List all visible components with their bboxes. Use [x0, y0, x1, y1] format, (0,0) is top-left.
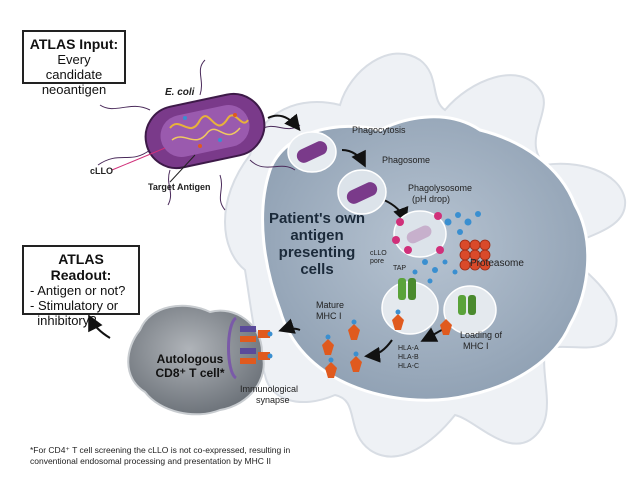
- mature-mhc-label: Mature: [316, 300, 345, 310]
- ph-drop-label: (pH drop): [412, 194, 451, 204]
- cllo-label: cLLO: [90, 166, 114, 176]
- loading-mhc-label: MHC I: [463, 341, 489, 351]
- hla-label: HLA-A: [398, 345, 419, 352]
- tap-icon: [458, 295, 476, 315]
- mhc-icon: [392, 309, 404, 330]
- mature-mhc-label: MHC I: [316, 311, 342, 321]
- synapse-label: synapse: [256, 395, 290, 405]
- footnote: *For CD4⁺ T cell screening the cLLO is n…: [30, 445, 590, 467]
- apc-title-line: Patient's own: [268, 210, 366, 227]
- arrow-icon: [267, 113, 301, 132]
- phagolysosome-vesicle: [392, 210, 447, 258]
- tcell-title: Autologous CD8⁺ T cell*: [140, 352, 240, 380]
- mhc-icon: [348, 319, 360, 340]
- mhc-icon: [325, 357, 337, 378]
- cllo-pointer: [111, 147, 166, 171]
- mhc-icon: [440, 319, 452, 335]
- atlas-readout-line: inhibitory?: [30, 313, 97, 328]
- arrow-icon: [278, 318, 301, 334]
- phagocytosis-label: Phagocytosis: [352, 125, 406, 135]
- atlas-input-line: neoantigen: [41, 82, 107, 97]
- arrow-icon: [341, 149, 366, 168]
- mhc-icon: [350, 351, 362, 372]
- synapse-label: Immunological: [240, 384, 299, 394]
- hla-label: HLA-C: [398, 363, 420, 370]
- phagolysosome-label: Phagolysosome: [408, 183, 473, 193]
- cllo-pore-label: pore: [370, 258, 385, 265]
- apc-title: Patient's own antigen presenting cells: [262, 210, 372, 278]
- arrow-icon: [88, 314, 111, 339]
- proteasome-icon: [459, 239, 491, 271]
- footnote-line: *For CD4⁺ T cell screening the cLLO is n…: [30, 445, 291, 455]
- peptide-dots: [412, 211, 481, 284]
- ecoli-label: E. coli: [165, 87, 195, 98]
- atlas-readout-line: - Antigen or not?: [30, 283, 126, 298]
- proteasome-label: Proteasome: [470, 258, 524, 269]
- atlas-input-title: ATLAS Input:: [29, 36, 119, 52]
- atlas-readout-box: ATLAS Readout: - Antigen or not? - Stimu…: [22, 245, 140, 328]
- tcell-title-line: CD8⁺ T cell*: [155, 366, 225, 380]
- cllo-pore-label: cLLO: [370, 250, 387, 257]
- apc-title-line: presenting cells: [278, 244, 356, 278]
- atlas-readout-title: ATLAS Readout:: [50, 251, 112, 283]
- arrow-icon: [364, 339, 393, 363]
- tcell-title-line: Autologous: [156, 352, 224, 366]
- bacterium-icon: [97, 59, 301, 211]
- target-antigen-label: Target Antigen: [148, 182, 211, 192]
- apc-title-line: antigen: [290, 227, 344, 244]
- atlas-input-line: Every candidate: [45, 52, 103, 82]
- footnote-line: conventional endosomal processing and pr…: [30, 456, 271, 466]
- tap-icon: [398, 278, 416, 300]
- atlas-input-box: ATLAS Input: Every candidate neoantigen: [22, 30, 126, 97]
- phagocytosis-vesicle: [287, 131, 337, 173]
- hla-label: HLA-B: [398, 354, 419, 361]
- phagosome-label: Phagosome: [382, 155, 431, 165]
- phagosome-vesicle: [337, 169, 387, 215]
- tcr-icon: [227, 316, 273, 380]
- tap-label: TAP: [393, 265, 407, 272]
- loading-mhc-label: Loading of: [460, 330, 503, 340]
- mhc-icon: [322, 334, 334, 355]
- atlas-readout-line: - Stimulatory or: [30, 298, 119, 313]
- target-antigen-pointer: [169, 154, 196, 183]
